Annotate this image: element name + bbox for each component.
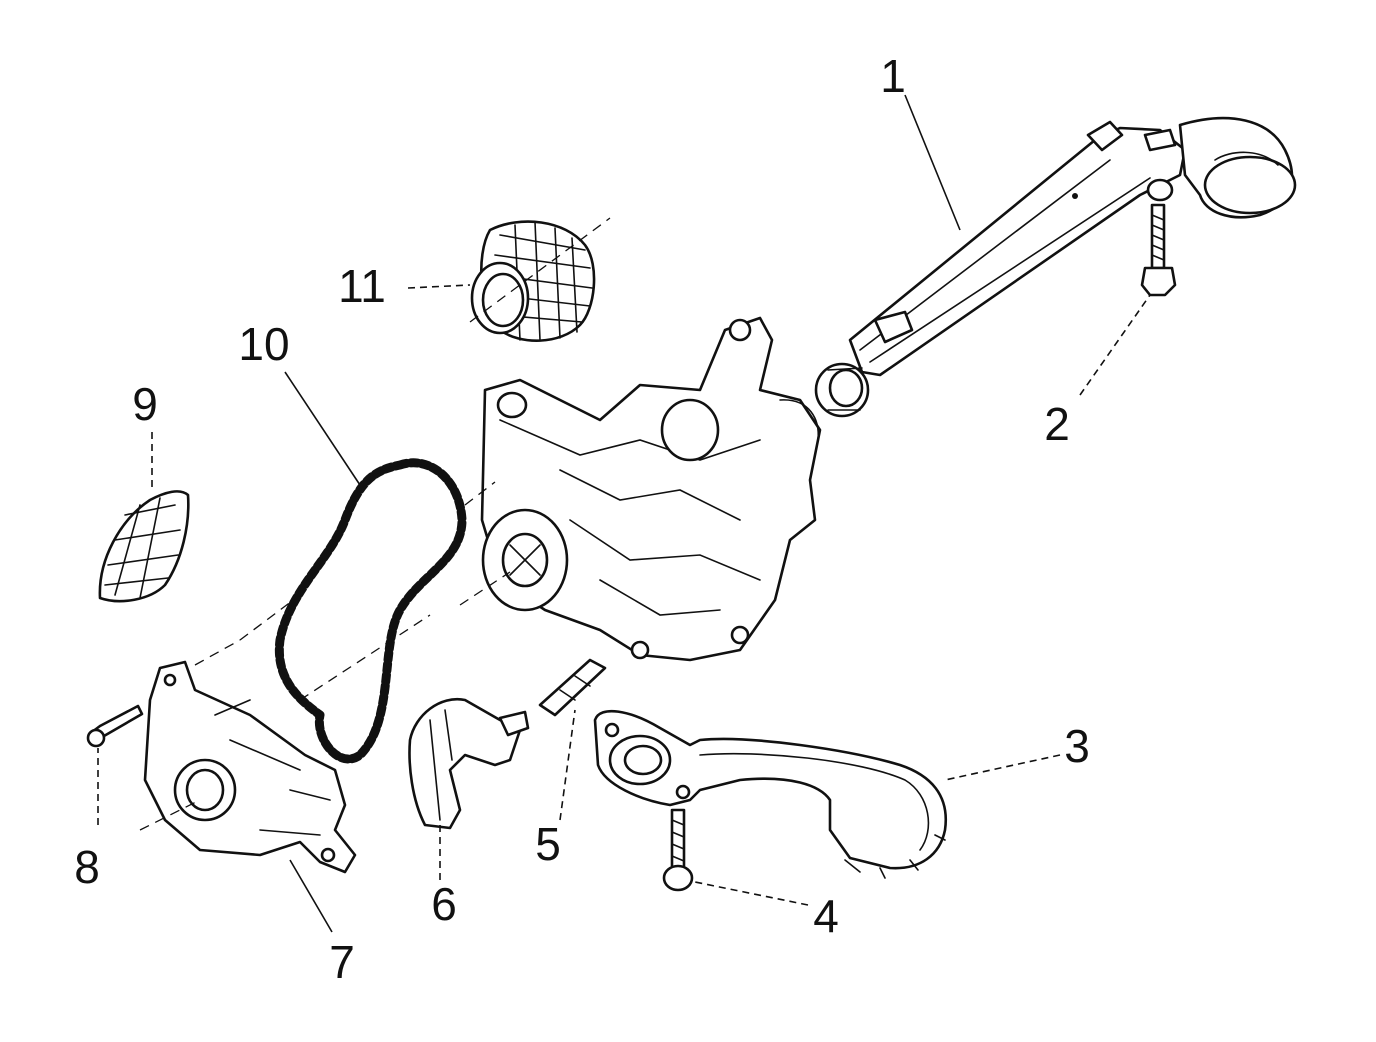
assembly-axis-lines bbox=[139, 217, 611, 831]
callout-5: 5 bbox=[535, 818, 561, 870]
callout-2: 2 bbox=[1044, 398, 1070, 450]
callout-11: 11 bbox=[338, 260, 386, 312]
part-chain-cover-7 bbox=[143, 660, 357, 874]
leader-lines bbox=[97, 94, 1151, 933]
callout-8: 8 bbox=[74, 841, 100, 893]
part-chain-tensioner-6 bbox=[408, 697, 530, 830]
callout-10: 10 bbox=[238, 318, 289, 370]
part-stud-5 bbox=[538, 658, 607, 717]
part-bolt-8 bbox=[86, 704, 144, 748]
callout-4: 4 bbox=[813, 890, 839, 942]
part-bolt-2 bbox=[1140, 203, 1177, 297]
callout-3: 3 bbox=[1064, 720, 1090, 772]
part-oil-pump-body bbox=[480, 316, 822, 662]
callout-labels: 1 2 3 4 5 6 7 8 9 10 11 bbox=[74, 50, 1090, 988]
callout-9: 9 bbox=[132, 378, 158, 430]
callout-6: 6 bbox=[431, 878, 457, 930]
callout-1: 1 bbox=[880, 50, 906, 102]
part-chain-guide-9 bbox=[98, 490, 190, 603]
callout-7: 7 bbox=[329, 936, 355, 988]
part-drive-chain bbox=[274, 458, 467, 764]
part-oil-pipe-3 bbox=[593, 709, 948, 879]
part-sprocket bbox=[470, 220, 596, 342]
part-oil-pickup-tube bbox=[814, 116, 1297, 418]
part-bolt-4 bbox=[662, 808, 694, 892]
